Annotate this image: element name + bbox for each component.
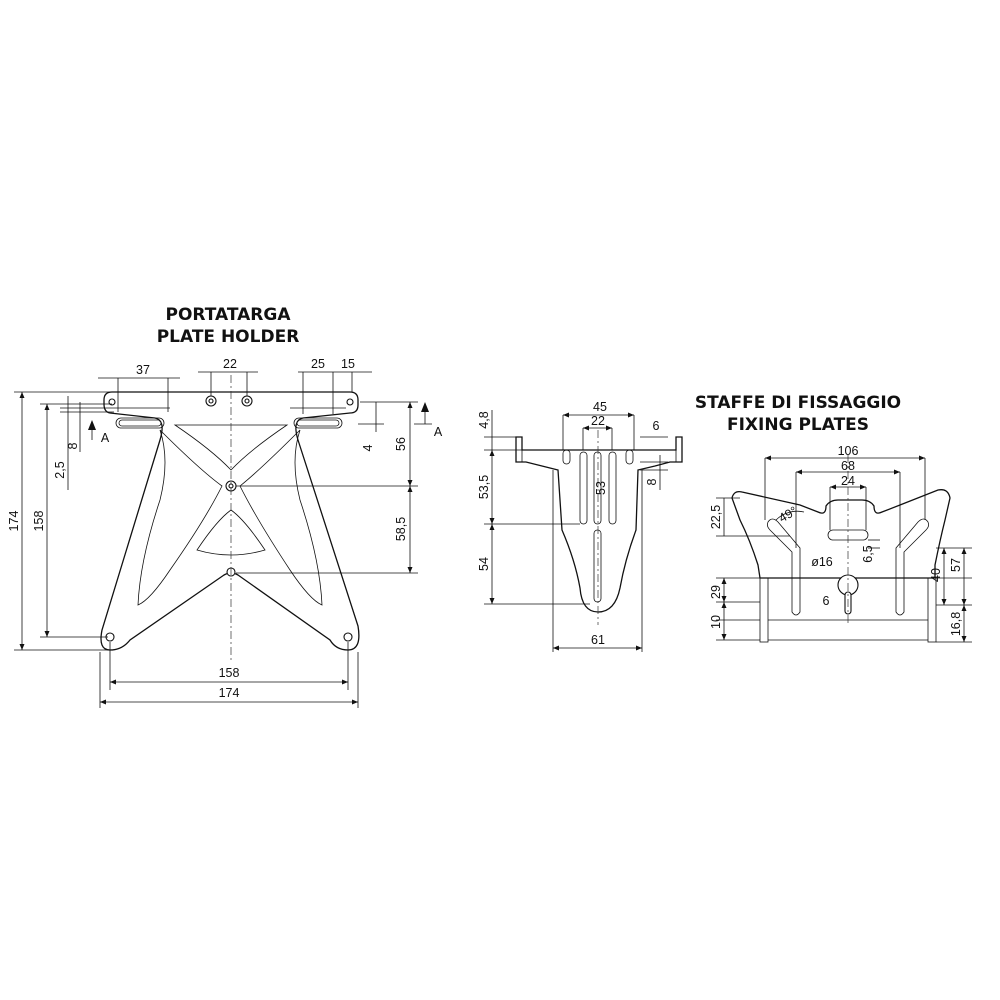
dim-37: 37 <box>136 363 150 377</box>
side-view: 45 22 6 4,8 53,5 54 53 8 61 <box>477 400 683 652</box>
left-side-plate <box>759 577 769 643</box>
top-cutout <box>173 424 289 471</box>
dim-8-left: 8 <box>66 442 80 449</box>
title-staffe-di-fissaggio: STAFFE DI FISSAGGIO <box>695 393 901 413</box>
bottom-right-hole <box>343 632 353 642</box>
slot-3 <box>608 451 617 525</box>
center-triangle-cutout <box>196 509 266 556</box>
dim-diameter-16: ø16 <box>811 555 833 569</box>
left-cutout <box>137 429 223 606</box>
left-slot <box>115 417 165 429</box>
dim-8-side: 8 <box>645 478 659 485</box>
right-slot <box>293 417 343 429</box>
dim-158-horizontal: 158 <box>219 666 240 680</box>
right-angled-slot <box>895 518 930 616</box>
dim-4-8: 4,8 <box>477 411 491 428</box>
right-side-plate <box>927 577 937 643</box>
dim-29: 29 <box>709 585 723 599</box>
right-slot-inner <box>296 419 340 427</box>
plate-holder-outline <box>100 391 360 651</box>
dim-174-vertical: 174 <box>7 511 21 532</box>
dim-45: 45 <box>593 400 607 414</box>
dim-6-5: 6,5 <box>861 545 875 562</box>
fixing-plates-view: 106 68 24 49° 22,5 29 10 ø16 6 6,5 <box>709 444 972 643</box>
dim-40: 40 <box>929 568 943 582</box>
fixing-plate-outline <box>731 489 951 579</box>
dim-10: 10 <box>709 615 723 629</box>
dim-22: 22 <box>223 357 237 371</box>
title-plate-holder: PLATE HOLDER <box>157 327 300 347</box>
section-a-left: A <box>101 431 110 445</box>
dim-6-keyhole: 6 <box>823 594 830 608</box>
dim-53: 53 <box>594 481 608 495</box>
dim-4: 4 <box>361 444 375 451</box>
slot-2 <box>593 451 602 525</box>
left-angled-slot <box>766 518 801 616</box>
dim-54: 54 <box>477 557 491 571</box>
dim-2-5: 2,5 <box>53 461 67 478</box>
plate-holder-view: 37 22 25 15 174 158 2,5 8 A 4 <box>7 357 443 708</box>
dim-106: 106 <box>838 444 859 458</box>
dim-158-vertical: 158 <box>32 511 46 532</box>
right-cutout <box>239 429 323 606</box>
dim-57: 57 <box>949 558 963 572</box>
section-a-right: A <box>434 425 443 439</box>
dim-56: 56 <box>394 437 408 451</box>
dim-15: 15 <box>341 357 355 371</box>
dim-24: 24 <box>841 474 855 488</box>
dim-58-5: 58,5 <box>394 517 408 541</box>
dim-53-5: 53,5 <box>477 475 491 499</box>
slot-1 <box>579 451 588 525</box>
dim-68: 68 <box>841 459 855 473</box>
dim-22-side: 22 <box>591 414 605 428</box>
title-portatarga: PORTATARGA <box>166 305 292 325</box>
left-slot-inner <box>118 419 162 427</box>
dim-22-5: 22,5 <box>709 505 723 529</box>
slot-lower <box>593 529 602 603</box>
dim-61: 61 <box>591 633 605 647</box>
dim-174-horizontal: 174 <box>219 686 240 700</box>
dim-6-side: 6 <box>653 419 660 433</box>
title-fixing-plates: FIXING PLATES <box>727 415 869 435</box>
side-view-outline <box>515 436 683 613</box>
dim-16-8: 16,8 <box>949 612 963 636</box>
dim-25: 25 <box>311 357 325 371</box>
